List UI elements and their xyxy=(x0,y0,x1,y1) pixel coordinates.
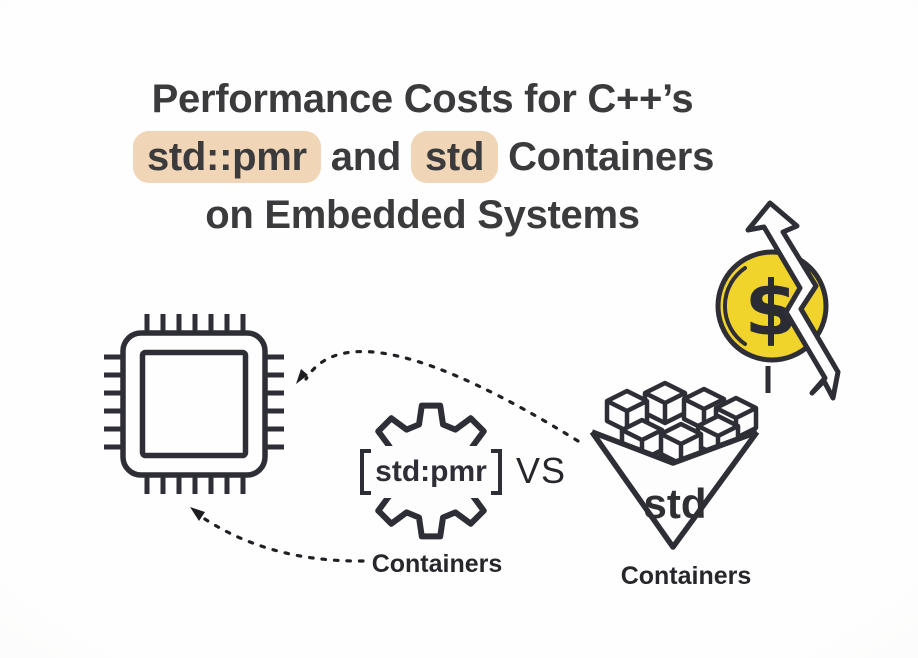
arrowhead-icon xyxy=(190,507,205,521)
caption-pmr-containers: Containers xyxy=(371,549,503,578)
bracket-left-icon xyxy=(360,449,372,495)
caption-std-containers: Containers xyxy=(620,561,752,590)
std-box-label: std xyxy=(643,480,707,527)
dotted-arrow-std-to-chip xyxy=(296,349,580,443)
title-line-1: Performance Costs for C++’s xyxy=(151,77,694,121)
gear-code-badge: std:pmr xyxy=(358,446,504,498)
vs-label: VS xyxy=(515,450,567,491)
dotted-arrow-pmr-to-chip xyxy=(190,507,365,563)
title-line-3: on Embedded Systems xyxy=(205,193,640,237)
money-group: $ xyxy=(715,200,841,401)
gear-label: std:pmr xyxy=(375,455,487,488)
coin-inner-arc xyxy=(722,266,747,346)
highlight-std-pmr: std::pmr xyxy=(132,131,321,183)
title-word-containers: Containers xyxy=(508,135,715,179)
microchip-icon xyxy=(104,314,284,494)
zigzag-growth-arrow-icon xyxy=(745,200,841,401)
title-word-and: and xyxy=(330,135,402,179)
highlight-std: std xyxy=(410,131,499,183)
bracket-right-icon xyxy=(490,449,502,495)
blocks-box-icon xyxy=(589,383,760,550)
arrowhead-icon xyxy=(296,369,308,384)
chip-pins xyxy=(104,314,284,494)
